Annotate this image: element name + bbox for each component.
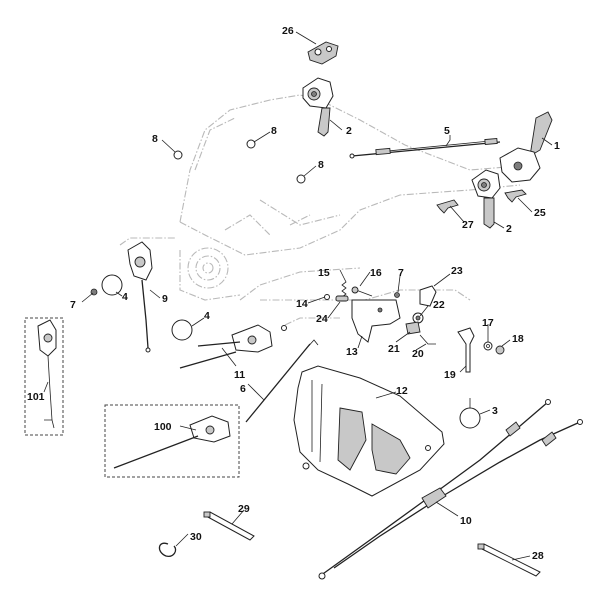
part-17-washer <box>483 341 493 351</box>
part-2-lever-upper <box>302 77 334 137</box>
callout-8-left: 8 <box>152 133 158 145</box>
callout-17: 17 <box>482 317 494 329</box>
callout-20: 20 <box>412 348 424 360</box>
callout-16: 16 <box>370 267 382 279</box>
frame-outline <box>119 94 531 326</box>
callout-8-right: 8 <box>318 159 324 171</box>
callout-25: 25 <box>534 207 546 219</box>
callout-24: 24 <box>316 313 328 325</box>
part-2-lever-lower <box>471 169 501 229</box>
callout-7-left: 7 <box>70 299 76 311</box>
callout-1: 1 <box>554 140 560 152</box>
callout-29: 29 <box>238 503 250 515</box>
callout-2-upper: 2 <box>346 125 352 137</box>
callout-8-mid: 8 <box>271 125 277 137</box>
part-25-clip <box>504 189 527 203</box>
callout-22: 22 <box>433 299 445 311</box>
part-5-rod <box>349 137 501 159</box>
callout-2-lower: 2 <box>506 223 512 235</box>
part-13-bracket <box>351 299 401 343</box>
callout-100: 100 <box>154 421 172 433</box>
callout-labels: 26 2 1 5 8 8 8 25 27 2 7 4 9 15 16 7 23 … <box>27 25 560 562</box>
part-8-knobs <box>173 139 306 184</box>
part-14-washer <box>324 294 330 300</box>
part-23-clip <box>419 285 437 307</box>
part-29-tie <box>203 511 255 541</box>
part-10-cables <box>318 399 583 580</box>
part-26-cap <box>307 41 339 65</box>
callout-12: 12 <box>396 385 408 397</box>
part-3-knob <box>459 398 481 429</box>
part-12-housing <box>293 365 445 497</box>
callout-4-center: 4 <box>204 310 210 322</box>
part-24-pin <box>335 295 349 302</box>
part-11-lever <box>179 324 287 369</box>
callout-28: 28 <box>532 550 544 562</box>
callout-6: 6 <box>240 383 246 395</box>
callout-4-left: 4 <box>122 291 128 303</box>
part-18-nut <box>495 345 505 355</box>
callout-13: 13 <box>346 346 358 358</box>
callout-9: 9 <box>162 293 168 305</box>
part-101-assembly <box>24 317 64 436</box>
part-21-fitting <box>405 321 421 335</box>
leader-lines <box>43 31 553 561</box>
callout-14: 14 <box>296 298 308 310</box>
part-100-assembly <box>104 404 240 478</box>
callout-27: 27 <box>462 219 474 231</box>
part-16-bolt <box>351 286 373 297</box>
part-4-ball-center <box>171 319 193 341</box>
callout-21: 21 <box>388 343 400 355</box>
callout-3: 3 <box>492 405 498 417</box>
callout-23: 23 <box>451 265 463 277</box>
part-28-tie <box>477 543 541 577</box>
part-27-clip <box>436 199 459 214</box>
callout-30: 30 <box>190 531 202 543</box>
part-19-pin <box>457 327 475 373</box>
callout-10: 10 <box>460 515 472 527</box>
part-6-spring-rod <box>245 339 319 423</box>
part-9-lever-assembly <box>127 241 153 353</box>
callout-15: 15 <box>318 267 330 279</box>
part-30-ring <box>158 542 177 557</box>
callout-26: 26 <box>282 25 294 37</box>
part-20-rod <box>419 334 436 345</box>
callout-7-center: 7 <box>398 267 404 279</box>
callout-5: 5 <box>444 125 450 137</box>
callout-19: 19 <box>444 369 456 381</box>
callout-101: 101 <box>27 391 45 403</box>
part-4-ball-left <box>101 274 123 296</box>
callout-11: 11 <box>234 369 245 381</box>
part-1-handle <box>499 111 553 183</box>
part-7-nut-center <box>394 292 400 298</box>
callout-18: 18 <box>512 333 524 345</box>
